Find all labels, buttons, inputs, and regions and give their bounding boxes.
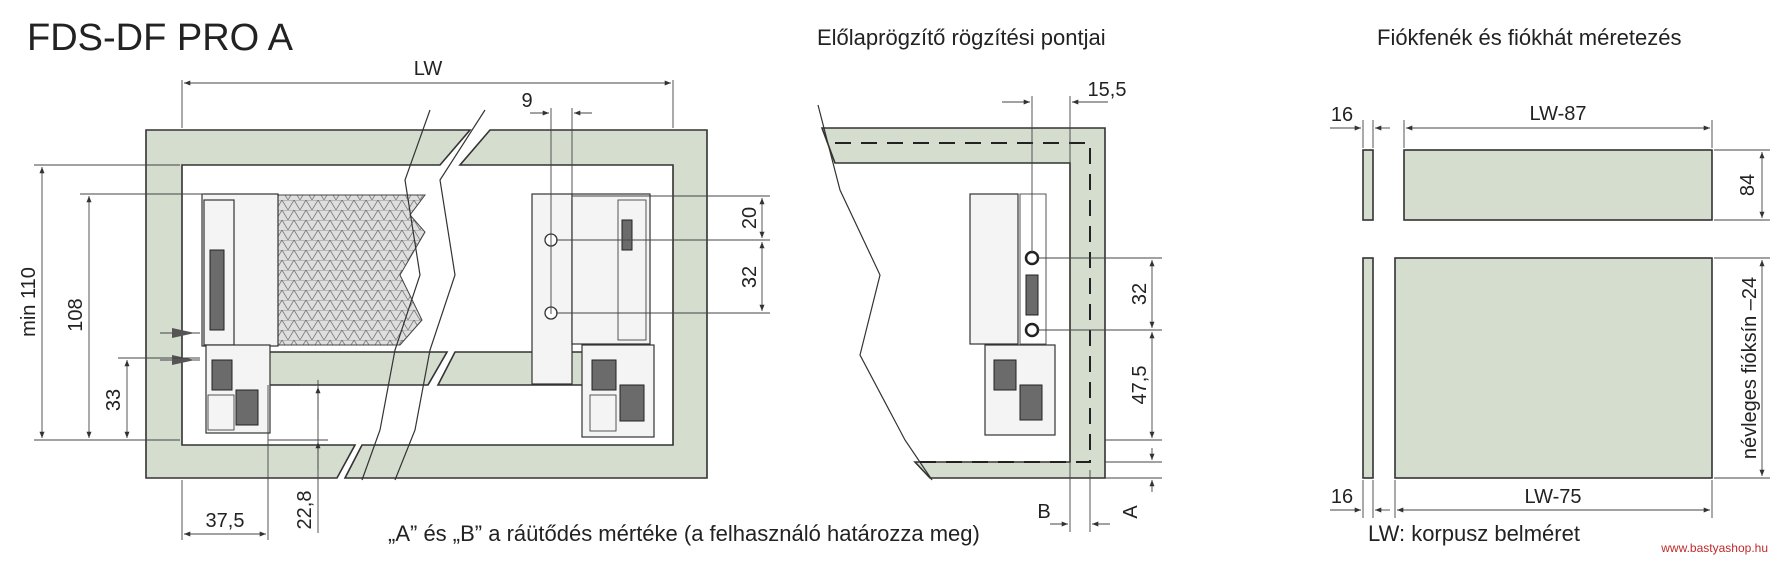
- dim-15-5: 15,5: [1088, 79, 1127, 101]
- break-line-right: [394, 109, 486, 481]
- dim-nominal-runner: névleges fióksín –24: [1739, 277, 1761, 459]
- heading-front-fixing: Előlaprögzítő rögzítési pontjai: [817, 25, 1106, 50]
- dim-47-5: 47,5: [1129, 366, 1151, 405]
- page-title: FDS-DF PRO A: [27, 17, 294, 59]
- front-fixing-view: 15,5 32 47,5 A B: [817, 79, 1162, 532]
- note-lw-definition: LW: korpusz belméret: [1368, 521, 1580, 546]
- note-ab-overlap: „A” és „B” a ráütődés mértéke (a felhasz…: [388, 521, 980, 546]
- mesh-side-wall: [277, 194, 426, 346]
- dim-32b: 32: [1129, 283, 1151, 305]
- dim-lw-75: LW-75: [1524, 486, 1581, 508]
- break-line-left: [361, 109, 431, 481]
- drawer-bottom-panel: [1394, 257, 1713, 479]
- heading-bottom-back: Fiókfenék és fiókhát méretezés: [1377, 25, 1681, 50]
- dim-9: 9: [521, 90, 532, 112]
- back-side-strip: [1362, 149, 1374, 221]
- front-outline-dashed: [835, 142, 1091, 463]
- dim-16-top: 16: [1331, 104, 1353, 126]
- break-line-middle: [817, 104, 933, 481]
- front-fixing-bracket: [531, 193, 573, 385]
- dim-16-bottom: 16: [1331, 486, 1353, 508]
- bottom-side-strip: [1362, 257, 1374, 479]
- watermark: www.bastyashop.hu: [1660, 541, 1768, 555]
- dim-20: 20: [739, 207, 761, 229]
- dim-37-5: 37,5: [206, 510, 245, 532]
- dim-33: 33: [103, 389, 125, 411]
- dim-lw: LW: [414, 58, 443, 80]
- dim-b: B: [1037, 501, 1050, 523]
- drawer-bottom-left: [267, 351, 449, 386]
- fixing-bracket-middle: [969, 193, 1019, 345]
- drawer-back-panel: [1403, 149, 1713, 221]
- dim-84: 84: [1737, 174, 1759, 196]
- dim-108: 108: [65, 298, 87, 331]
- dim-a: A: [1120, 505, 1142, 519]
- dim-lw-87: LW-87: [1529, 103, 1586, 125]
- cabinet-right-panel: [343, 129, 708, 479]
- bottom-back-sizing: 16 LW-87 84 névleges fióksín –24 16 LW-7…: [1330, 103, 1770, 518]
- dim-min110: min 110: [18, 267, 40, 337]
- dim-22-8: 22,8: [294, 491, 316, 530]
- front-panel-section: [820, 127, 1106, 479]
- dim-32a: 32: [739, 266, 761, 288]
- drawer-cross-section: LW 9 20 32 min 110 108 33 37,5 22,8: [18, 58, 770, 540]
